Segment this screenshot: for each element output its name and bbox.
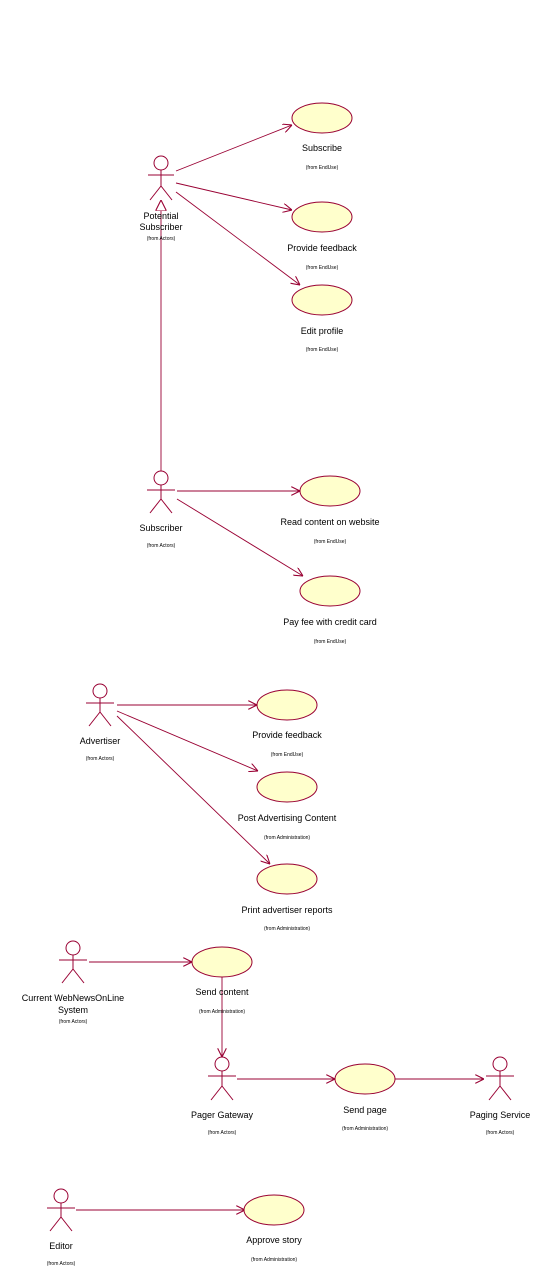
usecase-source: (from EndUse) <box>271 752 304 758</box>
usecase-source: (from Administration) <box>264 926 310 932</box>
actor-label: Pager Gateway <box>191 1110 254 1120</box>
usecase-source: (from Administration) <box>264 835 310 841</box>
usecase-source: (from Administration) <box>342 1126 388 1132</box>
usecase-edit-profile[interactable]: Edit profile (from EndUse) <box>291 284 353 353</box>
actor-label: Advertiser <box>80 736 121 746</box>
actor-paging-service[interactable]: Paging Service (from Actors) <box>470 1056 531 1136</box>
usecase-label: Pay fee with credit card <box>283 617 377 627</box>
usecase-provide-feedback-advertiser[interactable]: Provide feedback (from EndUse) <box>252 689 322 758</box>
usecase-label: Post Advertising Content <box>238 813 337 823</box>
actor-source: (from Actors) <box>486 1130 515 1136</box>
actor-editor[interactable]: Editor (from Actors) <box>47 1188 76 1267</box>
stick-figure-icon <box>59 940 87 984</box>
usecase-post-advertising[interactable]: Post Advertising Content (from Administr… <box>238 771 337 841</box>
assoc-potential-edit <box>175 191 300 285</box>
usecase-pay-fee[interactable]: Pay fee with credit card (from EndUse) <box>283 575 377 645</box>
actor-source: (from Actors) <box>208 1130 237 1136</box>
usecase-subscribe[interactable]: Subscribe (from EndUse) <box>291 102 353 171</box>
usecase-source: (from EndUse) <box>306 265 339 271</box>
stick-figure-icon <box>148 155 174 201</box>
assoc-advertiser-post <box>116 710 258 771</box>
stick-figure-icon <box>486 1056 514 1101</box>
usecase-label: Subscribe <box>302 143 342 153</box>
actor-label-line2: System <box>58 1005 88 1015</box>
actor-label-line1: Current WebNewsOnLine <box>22 993 124 1003</box>
assoc-potential-subscribe <box>175 125 292 172</box>
actor-current-system[interactable]: Current WebNewsOnLine System (from Actor… <box>22 940 124 1025</box>
assoc-potential-feedback <box>175 182 292 210</box>
usecase-source: (from Administration) <box>199 1009 245 1015</box>
usecase-label: Send content <box>195 987 249 997</box>
actor-source: (from Actors) <box>59 1019 88 1025</box>
usecase-read-content[interactable]: Read content on website (from EndUse) <box>280 475 380 545</box>
actor-label: Editor <box>49 1241 73 1251</box>
usecase-send-page[interactable]: Send page (from Administration) <box>334 1063 396 1132</box>
usecase-approve-story[interactable]: Approve story (from Administration) <box>243 1194 305 1263</box>
actor-subscriber[interactable]: Subscriber (from Actors) <box>139 470 183 549</box>
actor-label: Paging Service <box>470 1110 531 1120</box>
usecase-provide-feedback[interactable]: Provide feedback (from EndUse) <box>287 201 357 271</box>
stick-figure-icon <box>147 470 175 514</box>
actor-advertiser[interactable]: Advertiser (from Actors) <box>80 683 121 762</box>
stick-figure-icon <box>86 683 114 727</box>
actor-source: (from Actors) <box>147 236 176 242</box>
usecase-label: Read content on website <box>280 517 379 527</box>
usecase-label: Edit profile <box>301 326 344 336</box>
actor-source: (from Actors) <box>47 1261 76 1267</box>
usecase-label: Provide feedback <box>287 243 357 253</box>
stick-figure-icon <box>47 1188 75 1232</box>
usecase-source: (from EndUse) <box>306 165 339 171</box>
actor-source: (from Actors) <box>147 543 176 549</box>
actor-label: Subscriber <box>139 523 182 533</box>
usecase-source: (from EndUse) <box>314 539 347 545</box>
usecase-source: (from Administration) <box>251 1257 297 1263</box>
usecase-label: Provide feedback <box>252 730 322 740</box>
usecase-label: Approve story <box>246 1235 302 1245</box>
usecase-source: (from EndUse) <box>314 639 347 645</box>
usecase-source: (from EndUse) <box>306 347 339 353</box>
actor-source: (from Actors) <box>86 756 115 762</box>
actor-label-line2: Subscriber <box>139 222 182 232</box>
usecase-label: Print advertiser reports <box>241 905 333 915</box>
actor-potential-subscriber[interactable]: Potential Subscriber (from Actors) <box>139 155 183 242</box>
usecase-send-content[interactable]: Send content (from Administration) <box>191 946 253 1015</box>
assoc-advertiser-print <box>116 715 270 864</box>
usecase-print-reports[interactable]: Print advertiser reports (from Administr… <box>241 863 333 932</box>
usecase-label: Send page <box>343 1105 387 1115</box>
actor-pager-gateway[interactable]: Pager Gateway (from Actors) <box>191 1056 254 1136</box>
assoc-subscriber-pay <box>176 498 303 576</box>
actor-label-line1: Potential <box>143 211 178 221</box>
associations <box>76 125 484 1210</box>
stick-figure-icon <box>208 1056 236 1101</box>
